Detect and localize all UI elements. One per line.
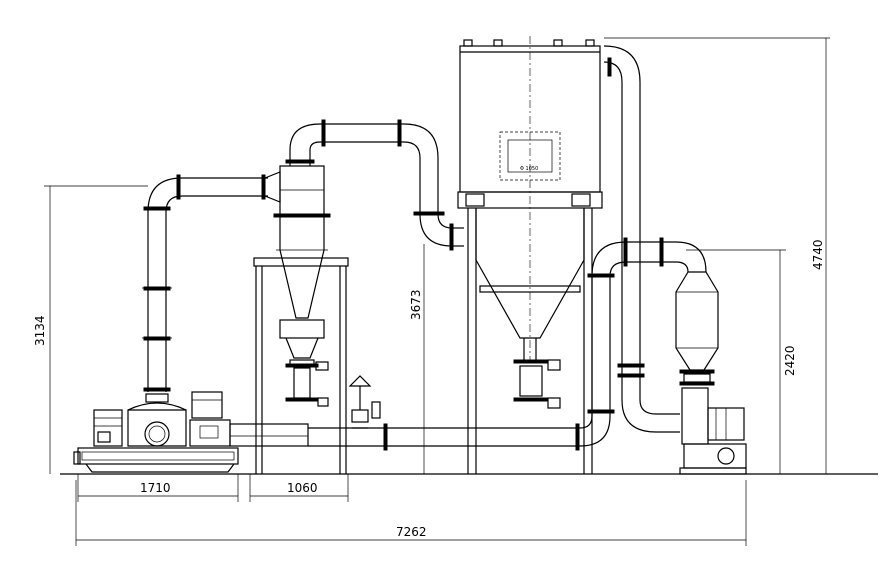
dim-7262: 7262 [396,525,427,539]
fan-unit [675,271,747,475]
dimension-lines [44,37,830,546]
dim-3134: 3134 [33,315,47,346]
transfer-pipe [320,119,464,251]
cyclone-separator [253,119,349,474]
dim-1710: 1710 [140,481,171,495]
bag-filter: Φ 1050 [457,36,603,474]
mill-unit [73,391,309,473]
dim-4740: 4740 [811,239,825,270]
exhaust-pipe [603,45,680,433]
feed-valve [348,375,381,429]
dim-1060: 1060 [287,481,318,495]
dim-2420: 2420 [783,345,797,376]
dim-3673: 3673 [409,289,423,320]
mill-riser-pipe [142,171,281,392]
plate-label: Φ 1050 [520,166,538,172]
